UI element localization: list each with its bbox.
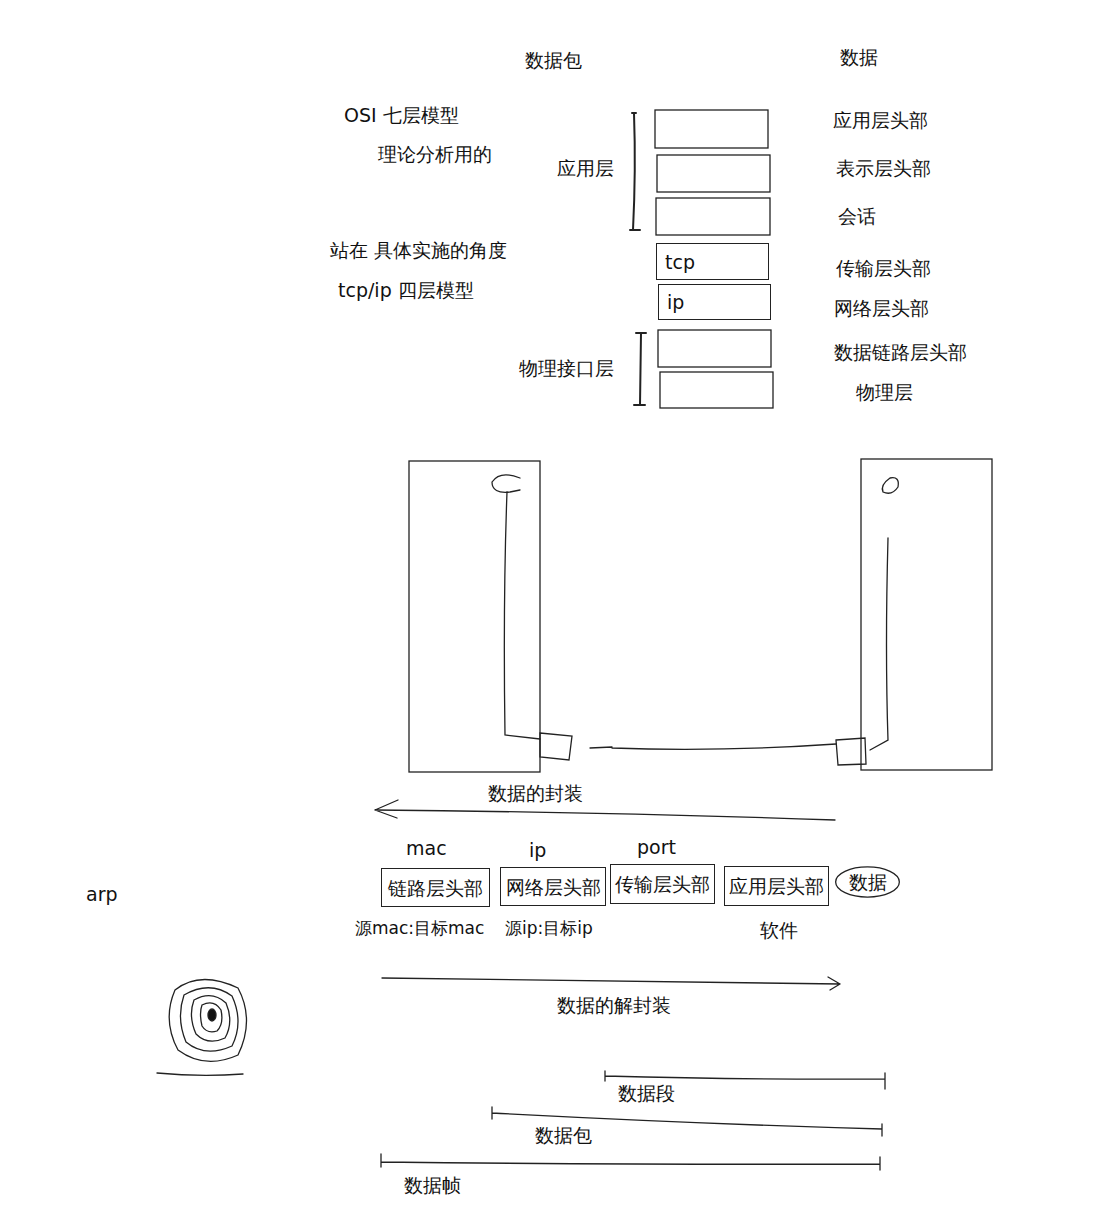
node-text: tcp <box>665 251 695 273</box>
spiral <box>191 996 229 1042</box>
header-label: 表示层头部 <box>836 156 931 180</box>
model-note: 理论分析用的 <box>378 142 492 166</box>
ground-line <box>157 1073 243 1075</box>
layer-box: ip <box>658 284 771 320</box>
header-label: 数据链路层头部 <box>834 340 967 364</box>
layer-box: tcp <box>656 243 769 280</box>
layer-group: 物理接口层 <box>519 356 614 380</box>
data-ellipse: 数据 <box>835 866 900 898</box>
node-text: 传输层头部 <box>615 873 710 895</box>
nic-square <box>836 738 866 765</box>
header-label: 应用层头部 <box>833 108 928 132</box>
model-note: tcp/ip 四层模型 <box>338 278 474 302</box>
node-text: ip <box>667 291 684 313</box>
spiral <box>169 979 246 1061</box>
header-label: 传输层头部 <box>836 256 931 280</box>
layer-box <box>658 330 771 367</box>
arrow <box>375 800 835 820</box>
unit-label: 数据帧 <box>404 1173 461 1197</box>
header-box: 链路层头部 <box>381 868 490 907</box>
note-text: 软件 <box>760 918 798 942</box>
wire <box>870 538 888 750</box>
host-box <box>409 461 540 772</box>
cable <box>590 744 836 749</box>
note-text: arp <box>86 882 118 906</box>
arrow <box>382 977 840 990</box>
header-label: 物理层 <box>856 380 913 404</box>
field-label: port <box>637 835 676 859</box>
layer-group: 应用层 <box>557 156 614 180</box>
spiral <box>180 988 238 1051</box>
process-label: 数据的解封装 <box>557 993 671 1017</box>
node-text: 数据 <box>849 871 887 893</box>
wire <box>504 492 540 739</box>
field-label: ip <box>529 838 546 862</box>
node-text: 链路层头部 <box>388 877 483 899</box>
unit-label: 数据包 <box>535 1123 592 1147</box>
layer-box <box>660 372 773 408</box>
spiral <box>201 1003 222 1032</box>
layer-box <box>657 155 770 192</box>
header-box: 应用层头部 <box>724 866 829 906</box>
header-box: 网络层头部 <box>500 867 606 906</box>
app-symbol <box>492 475 520 492</box>
layer-box <box>655 110 768 148</box>
field-label: mac <box>406 836 447 860</box>
layer-box <box>656 198 770 235</box>
node-text: 网络层头部 <box>506 876 601 898</box>
span-bracket <box>381 1154 880 1170</box>
bracket <box>634 333 646 405</box>
bracket <box>630 113 640 230</box>
address-label: 源ip:目标ip <box>505 916 593 940</box>
node-text: 应用层头部 <box>729 875 824 897</box>
model-note: OSI 七层模型 <box>344 103 459 127</box>
host-box <box>861 459 992 770</box>
caption-text: 数据包 <box>525 48 582 72</box>
model-note: 站在 具体实施的角度 <box>330 238 507 262</box>
process-label: 数据的封装 <box>488 781 583 805</box>
header-box: 传输层头部 <box>610 864 715 904</box>
caption-text: 数据 <box>840 45 878 69</box>
app-symbol <box>882 478 898 494</box>
spiral-dot <box>208 1009 216 1021</box>
unit-label: 数据段 <box>618 1081 675 1105</box>
nic-square <box>540 733 572 760</box>
header-label: 网络层头部 <box>834 296 929 320</box>
address-label: 源mac:目标mac <box>355 916 484 940</box>
header-label: 会话 <box>838 204 876 228</box>
